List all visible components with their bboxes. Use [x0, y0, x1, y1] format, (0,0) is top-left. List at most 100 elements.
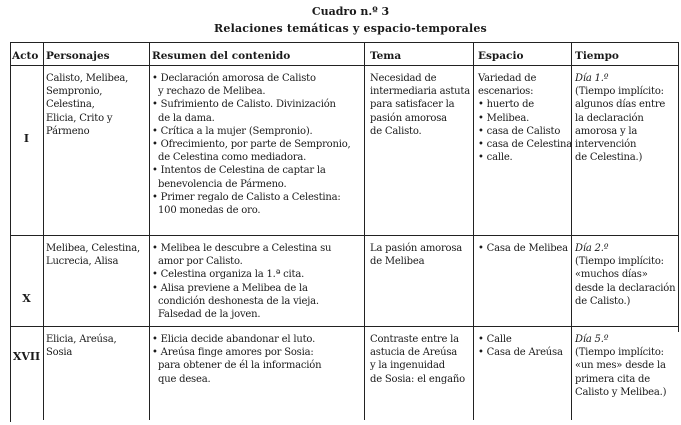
- tema-line: astucia de Areúsa: [370, 347, 458, 359]
- tiempo-line: (Tiempo implícito:: [575, 86, 664, 98]
- espacio-line: • calle.: [478, 152, 513, 164]
- column-divider: [149, 42, 150, 420]
- column-divider: [571, 42, 572, 420]
- personajes-line: Sempronio,: [46, 86, 103, 98]
- tiempo-cell: Día 1.º (Tiempo implícito:algunos días en…: [575, 72, 665, 164]
- resumen-line: que desea.: [158, 373, 211, 385]
- tiempo-line: «muchos días»: [575, 269, 648, 281]
- resumen-line: 100 monedas de oro.: [158, 205, 261, 217]
- tema-line: intermediaria astuta: [370, 86, 470, 98]
- resumen-cell: • Elicia decide abandonar el luto. • Areú…: [152, 333, 322, 386]
- column-divider: [43, 42, 44, 420]
- header-tiempo: Tiempo: [575, 50, 619, 62]
- tiempo-line: algunos días entre: [575, 99, 666, 111]
- resumen-line: • Intentos de Celestina de captar la: [152, 165, 326, 177]
- espacio-line: • Casa de Melibea: [478, 243, 568, 254]
- resumen-line: • Alisa previene a Melibea de la: [152, 282, 308, 294]
- tiempo-line: la declaración: [575, 112, 644, 124]
- espacio-cell: • Casa de Melibea: [478, 242, 568, 255]
- personajes-line: Elicia, Areúsa,: [46, 334, 117, 345]
- resumen-line: • Areúsa finge amores por Sosia:: [152, 347, 314, 359]
- table-subtitle: Relaciones temáticas y espacio-temporale…: [214, 22, 487, 35]
- tiempo-dia: Día 2.º: [575, 243, 609, 254]
- resumen-line: • Celestina organiza la 1.ª cita.: [152, 269, 305, 281]
- tema-line: para satisfacer la: [370, 99, 455, 111]
- espacio-line: escenarios:: [478, 86, 534, 98]
- tiempo-line: desde la declaración: [575, 282, 676, 294]
- resumen-line: • Elicia decide abandonar el luto.: [152, 334, 316, 345]
- resumen-line: amor por Calisto.: [158, 256, 243, 268]
- resumen-line: Falsedad de la joven.: [158, 309, 261, 321]
- personajes-cell: Melibea, Celestina,Lucrecia, Alisa: [46, 242, 140, 268]
- column-divider: [473, 42, 474, 420]
- tiempo-line: «un mes» desde la: [575, 360, 666, 372]
- column-divider: [364, 42, 365, 420]
- tiempo-line: intervención: [575, 139, 637, 151]
- resumen-line: • Declaración amorosa de Calisto: [152, 73, 316, 84]
- table-title: Cuadro n.º 3: [311, 5, 390, 18]
- column-divider: [10, 42, 11, 422]
- tiempo-line: de Celestina.): [575, 152, 643, 164]
- personajes-line: Sosia: [46, 347, 73, 359]
- acto-number: X: [22, 292, 31, 305]
- acto-number: XVII: [12, 350, 41, 363]
- resumen-cell: • Declaración amorosa de Calisto y rechaz…: [152, 72, 351, 217]
- tema-line: pasión amorosa: [370, 112, 447, 124]
- tiempo-line: Calisto y Melibea.): [575, 386, 667, 398]
- espacio-line: • Casa de Areúsa: [478, 347, 563, 359]
- row-divider: [10, 326, 678, 327]
- resumen-line: • Sufrimiento de Calisto. Divinización: [152, 99, 336, 111]
- resumen-line: condición deshonesta de la vieja.: [158, 295, 319, 307]
- tema-line: Contraste entre la: [370, 334, 459, 345]
- resumen-line: para obtener de él la información: [158, 360, 322, 372]
- tiempo-line: amorosa y la: [575, 125, 638, 137]
- tiempo-line: (Tiempo implícito:: [575, 347, 664, 359]
- personajes-cell: Calisto, Melibea, Sempronio,Celestina,Eli…: [46, 72, 128, 138]
- resumen-line: • Crítica a la mujer (Sempronio).: [152, 125, 313, 137]
- tema-line: La pasión amorosa: [370, 243, 463, 254]
- row-divider: [10, 235, 678, 236]
- column-divider: [678, 42, 679, 332]
- personajes-line: Calisto, Melibea,: [46, 73, 129, 84]
- tiempo-dia: Día 5.º: [575, 334, 609, 345]
- espacio-line: • casa de Calisto: [478, 125, 561, 137]
- tiempo-dia: Día 1.º: [575, 73, 609, 84]
- resumen-line: de la dama.: [158, 112, 215, 124]
- header-espacio: Espacio: [478, 50, 524, 62]
- header-resumen: Resumen del contenido: [152, 50, 291, 62]
- resumen-cell: • Melibea le descubre a Celestina su amor…: [152, 242, 331, 321]
- personajes-line: Pármeno: [46, 125, 90, 137]
- resumen-line: • Primer regalo de Calisto a Celestina:: [152, 191, 341, 203]
- espacio-line: • huerto de: [478, 99, 534, 111]
- row-divider: [10, 42, 678, 43]
- personajes-line: Melibea, Celestina,: [46, 243, 141, 254]
- tema-line: Necesidad de: [370, 73, 437, 84]
- espacio-cell: • Calle • Casa de Areúsa: [478, 333, 563, 359]
- acto-number: I: [23, 132, 30, 145]
- resumen-line: y rechazo de Melibea.: [158, 86, 266, 98]
- tema-line: de Melibea: [370, 256, 425, 268]
- header-acto: Acto: [12, 50, 39, 62]
- tiempo-line: primera cita de: [575, 373, 650, 385]
- resumen-line: • Ofrecimiento, por parte de Sempronio,: [152, 139, 351, 151]
- personajes-line: Elicia, Crito y: [46, 112, 113, 124]
- resumen-line: • Melibea le descubre a Celestina su: [152, 243, 332, 254]
- tiempo-line: (Tiempo implícito:: [575, 256, 664, 268]
- espacio-line: Variedad de: [478, 73, 537, 84]
- header-personajes: Personajes: [46, 50, 110, 62]
- espacio-line: • casa de Celestina: [478, 139, 573, 151]
- tema-cell: La pasión amorosa de Melibea: [370, 242, 462, 268]
- tiempo-cell: Día 5.º (Tiempo implícito:«un mes» desde …: [575, 333, 667, 399]
- tiempo-cell: Día 2.º(Tiempo implícito:«muchos días»de…: [575, 242, 676, 308]
- tiempo-line: de Calisto.): [575, 295, 631, 307]
- tema-line: de Sosia: el engaño: [370, 373, 465, 385]
- espacio-line: • Calle: [478, 334, 512, 345]
- resumen-line: de Celestina como mediadora.: [158, 152, 307, 164]
- header-tema: Tema: [370, 50, 402, 62]
- resumen-line: benevolencia de Pármeno.: [158, 178, 287, 190]
- tema-line: de Calisto.: [370, 125, 422, 137]
- personajes-line: Celestina,: [46, 99, 95, 111]
